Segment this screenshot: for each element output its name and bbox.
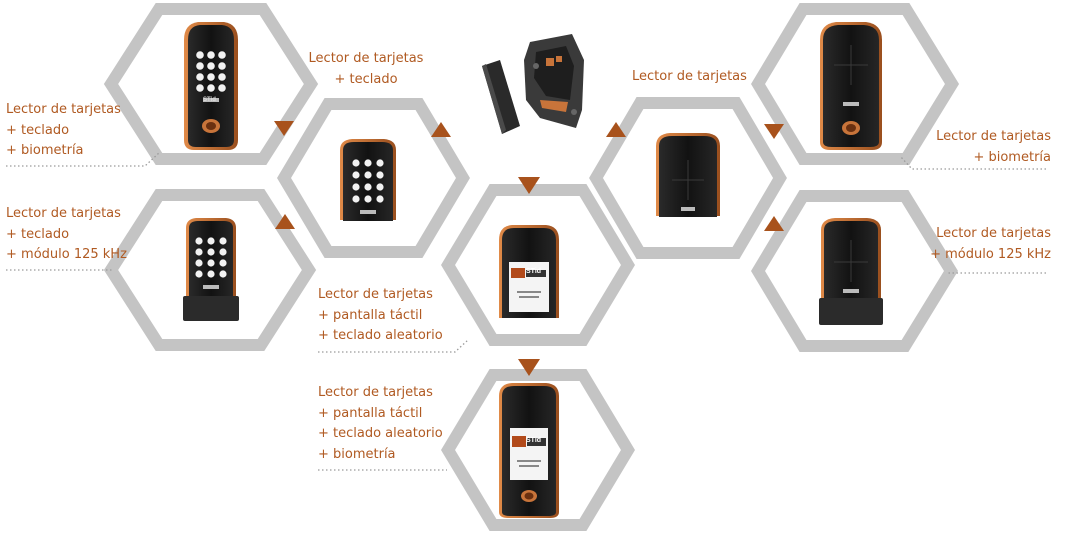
- label-line: + biometría: [6, 143, 84, 158]
- label-line: + teclado: [6, 226, 70, 242]
- label-touchscreen: Lector de tarjetas + pantalla táctil + t…: [318, 285, 443, 347]
- arrow-up-icon: [431, 122, 451, 137]
- stid-logo: STid: [526, 268, 542, 275]
- leader-line: [318, 339, 469, 353]
- leader-line: [899, 155, 1046, 170]
- label-line: Lector de tarjetas: [632, 69, 747, 84]
- label-line: + módulo 125 kHz: [6, 247, 127, 262]
- device-keypad-biometric: [184, 22, 238, 150]
- label-line: Lector de tarjetas: [936, 129, 1051, 144]
- arrow-up-icon: [764, 216, 784, 231]
- leader-line: [6, 151, 161, 167]
- label-line: + pantalla táctil: [318, 405, 423, 421]
- label-biometric: Lector de tarjetas + biometría: [900, 127, 1051, 168]
- label-line: Lector de tarjetas: [6, 102, 121, 117]
- label-keypad-125khz: Lector de tarjetas + teclado + módulo 12…: [6, 204, 127, 266]
- device-keypad-125khz: [183, 218, 239, 321]
- label-line: Lector de tarjetas: [936, 226, 1051, 241]
- arrow-down-icon: [518, 177, 540, 194]
- label-line: + teclado aleatorio: [318, 426, 443, 441]
- arrow-up-icon: [606, 122, 626, 137]
- device-125khz: [819, 218, 883, 325]
- label-keypad: Lector de tarjetas + teclado: [306, 49, 426, 90]
- label-line: + biometría: [973, 149, 1051, 165]
- device-touchscreen: [499, 225, 559, 318]
- arrow-up-icon: [275, 214, 295, 229]
- label-line: Lector de tarjetas: [318, 287, 433, 302]
- label-keypad-biometric: Lector de tarjetas + teclado + biometría: [6, 100, 121, 162]
- arrow-down-icon: [764, 124, 784, 139]
- stid-logo: STid: [526, 437, 542, 444]
- label-line: + teclado: [334, 71, 398, 87]
- label-line: Lector de tarjetas: [308, 51, 424, 66]
- arrow-down-icon: [518, 359, 540, 376]
- label-touchscreen-biometric: Lector de tarjetas + pantalla táctil + t…: [318, 383, 443, 465]
- label-card-reader: Lector de tarjetas: [632, 67, 747, 88]
- label-line: + pantalla táctil: [318, 307, 423, 323]
- label-line: + teclado aleatorio: [318, 328, 443, 343]
- label-line: + biometría: [318, 446, 396, 462]
- label-line: Lector de tarjetas: [318, 385, 433, 400]
- stid-logo: STid: [203, 97, 216, 103]
- label-125khz: Lector de tarjetas + módulo 125 kHz: [900, 224, 1051, 265]
- device-touchscreen-biometric: [499, 383, 559, 518]
- label-line: + teclado: [6, 122, 70, 138]
- arrow-down-icon: [274, 121, 294, 136]
- device-keypad: [340, 139, 396, 221]
- device-card-reader: [656, 133, 720, 217]
- modular-reader-image: [482, 34, 584, 134]
- label-line: Lector de tarjetas: [6, 206, 121, 221]
- device-biometric: [820, 22, 882, 150]
- label-line: + módulo 125 kHz: [930, 246, 1051, 262]
